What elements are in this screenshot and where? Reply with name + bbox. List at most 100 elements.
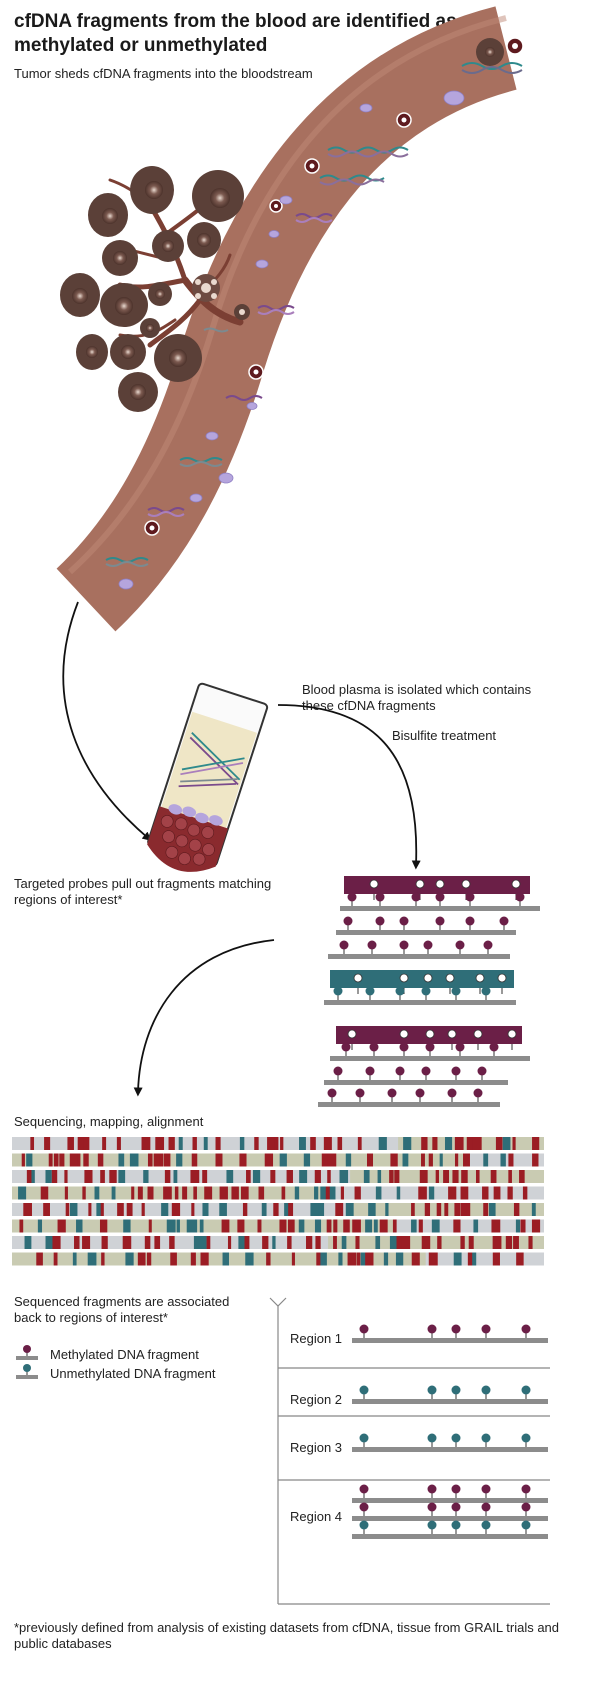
seq-base <box>267 1137 275 1150</box>
seq-base <box>123 1219 131 1233</box>
seq-base <box>226 1170 234 1183</box>
seq-base <box>246 1170 251 1183</box>
seq-base <box>191 1153 198 1167</box>
cpg-site <box>481 1520 491 1530</box>
seq-base <box>483 1153 489 1167</box>
seq-base <box>18 1186 27 1200</box>
seq-base <box>316 1252 324 1266</box>
unmethylated-legend-icon <box>16 1364 38 1379</box>
seq-base <box>513 1236 519 1249</box>
seq-base <box>363 1170 370 1183</box>
seq-base <box>52 1236 61 1249</box>
cpg-site <box>481 1324 491 1334</box>
cpg-site <box>427 1324 437 1334</box>
cpg-site <box>347 892 357 902</box>
seq-base <box>36 1252 43 1266</box>
seq-base <box>147 1153 153 1167</box>
seq-base <box>281 1186 286 1200</box>
seq-base <box>326 1219 332 1233</box>
seq-base <box>77 1137 86 1150</box>
seq-base <box>460 1236 465 1249</box>
seq-base <box>345 1153 352 1167</box>
seq-base <box>347 1252 357 1266</box>
seq-base <box>335 1203 344 1216</box>
seq-base <box>64 1186 68 1200</box>
seq-base <box>500 1153 506 1167</box>
seq-base <box>366 1153 374 1167</box>
seq-base <box>493 1186 501 1200</box>
seq-base <box>176 1153 183 1167</box>
bisulfite-fragments <box>318 876 540 1107</box>
seq-base <box>299 1170 308 1183</box>
seq-base <box>437 1236 442 1249</box>
seq-base <box>286 1170 293 1183</box>
seq-base <box>143 1170 149 1183</box>
seq-base <box>215 1137 221 1150</box>
seq-base <box>287 1236 292 1249</box>
cpg-site <box>451 1385 461 1395</box>
seq-base <box>365 1252 374 1266</box>
probe-site <box>447 1029 457 1039</box>
seq-base <box>97 1153 104 1167</box>
probe-site <box>353 973 363 983</box>
dna-strand <box>336 930 516 935</box>
seq-base <box>327 1170 331 1183</box>
seq-base <box>178 1137 183 1150</box>
seq-base <box>242 1203 248 1216</box>
cpg-site <box>473 1088 483 1098</box>
seq-base <box>94 1186 100 1200</box>
probe-bar <box>330 970 514 988</box>
dna-strand <box>324 1080 508 1085</box>
seq-base <box>30 1137 35 1150</box>
seq-base <box>287 1219 295 1233</box>
seq-base <box>190 1252 196 1266</box>
cpg-site <box>481 986 491 996</box>
seq-base <box>176 1219 180 1233</box>
seq-base <box>206 1236 211 1249</box>
cpg-site <box>465 892 475 902</box>
cpg-site <box>359 1433 369 1443</box>
seq-base <box>186 1219 194 1233</box>
cpg-site <box>399 916 409 926</box>
cpg-site <box>427 1502 437 1512</box>
probe-site <box>461 879 471 889</box>
seq-base <box>424 1203 431 1216</box>
probe-site <box>475 973 485 983</box>
seq-base <box>389 1170 394 1183</box>
dna-strand <box>352 1534 548 1539</box>
seq-base <box>395 1252 404 1266</box>
seq-base <box>432 1137 438 1150</box>
seq-base <box>488 1203 496 1216</box>
seq-base <box>221 1219 230 1233</box>
seq-base <box>131 1186 135 1200</box>
seq-base <box>436 1203 442 1216</box>
seq-base <box>378 1137 387 1150</box>
seq-base <box>492 1252 500 1266</box>
seq-base <box>325 1186 332 1200</box>
step-tumor-label: Tumor sheds cfDNA fragments into the blo… <box>14 66 313 81</box>
cpg-site <box>327 1088 337 1098</box>
arrow-to-tube <box>62 601 152 841</box>
seq-base <box>274 1137 279 1150</box>
seq-base <box>513 1203 520 1216</box>
seq-base <box>169 1236 175 1249</box>
seq-base <box>389 1236 399 1249</box>
cpg-site <box>451 1433 461 1443</box>
seq-base <box>109 1170 117 1183</box>
cpg-site <box>399 1042 409 1052</box>
seq-base <box>192 1219 198 1233</box>
seq-base <box>394 1170 400 1183</box>
seq-base <box>411 1252 420 1266</box>
cpg-site <box>415 1088 425 1098</box>
seq-base <box>383 1252 389 1266</box>
seq-base <box>69 1153 78 1167</box>
seq-base <box>512 1137 516 1150</box>
seq-base <box>83 1137 90 1150</box>
dna-strand <box>352 1447 548 1452</box>
cpg-site <box>481 1502 491 1512</box>
probe-site <box>423 973 433 983</box>
seq-base <box>472 1252 477 1266</box>
seq-base <box>262 1236 269 1249</box>
seq-base <box>154 1236 161 1249</box>
seq-base <box>355 1236 360 1249</box>
